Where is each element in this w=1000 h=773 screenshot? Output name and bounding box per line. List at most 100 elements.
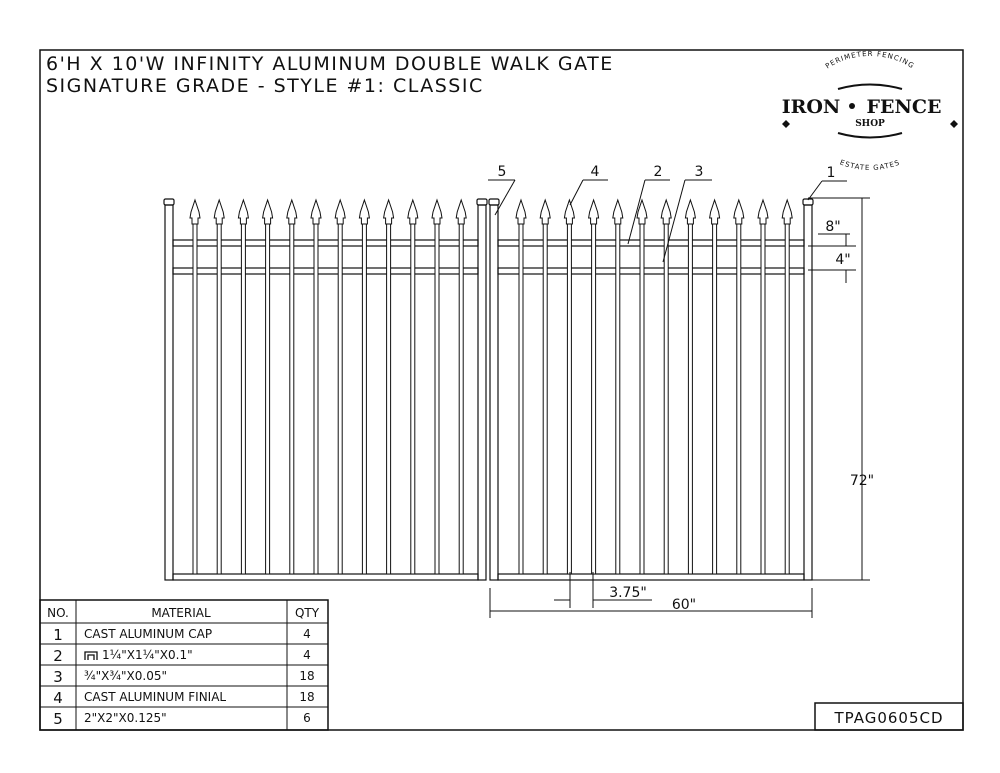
picket-right-8: [687, 221, 693, 575]
picket-right-7: [663, 221, 669, 575]
table-row-5-no: 5: [53, 710, 63, 728]
picket-left-12: [458, 221, 464, 575]
table-row-4-qty: 18: [299, 690, 314, 704]
spear-finial-icon-right-9: [709, 198, 721, 225]
callout-3-label: 3: [695, 164, 704, 180]
callout-4-label: 4: [591, 164, 600, 180]
spear-finial-icon-right-12: [781, 198, 793, 225]
dim-leaf-width-label: 60": [672, 597, 696, 613]
drawing-number-box: [814, 702, 964, 731]
spear-finial-icon-right-8: [684, 198, 696, 225]
dim-height-label: 72": [850, 473, 874, 489]
picket-left-8: [361, 221, 367, 575]
dim-picket-spacing-label: 3.75": [609, 585, 647, 601]
dim-rail-spacing-label: 4": [835, 252, 850, 268]
bottom-rail-right: [497, 573, 805, 581]
title-line-1: 6'H X 10'W INFINITY ALUMINUM DOUBLE WALK…: [46, 53, 614, 75]
picket-left-5: [289, 221, 295, 575]
picket-right-3: [566, 221, 572, 575]
top-rail-left: [172, 239, 479, 247]
bottom-rail-left: [172, 573, 479, 581]
table-row-2-material: 1¼"X1¼"X0.1": [102, 648, 193, 662]
table-row-4-material: CAST ALUMINUM FINIAL: [84, 690, 226, 704]
picket-right-10: [736, 221, 742, 575]
picket-left-1: [192, 221, 198, 575]
spear-finial-icon-right-5: [612, 198, 624, 225]
table-row-5-material: 2"X2"X0.125": [84, 711, 167, 725]
materials-table: NO. MATERIAL QTY 1 CAST ALUMINUM CAP 4 2…: [39, 599, 329, 731]
picket-right-12: [784, 221, 790, 575]
post-cap-right-right: [802, 198, 814, 206]
svg-text:PERIMETER FENCING: PERIMETER FENCING: [824, 50, 916, 70]
picket-right-5: [615, 221, 621, 575]
logo-dot: [849, 103, 855, 109]
spear-finial-icon-left-12: [455, 198, 467, 225]
picket-left-3: [240, 221, 246, 575]
spear-finial-icon-left-9: [383, 198, 395, 225]
logo-diamond-left: [782, 120, 790, 128]
logo-bottom-arc: ESTATE GATES: [839, 158, 901, 172]
table-header-material: MATERIAL: [151, 606, 211, 620]
table-header-no: NO.: [47, 606, 69, 620]
post-cap-right-left: [488, 198, 500, 206]
spear-finial-icon-right-1: [515, 198, 527, 225]
dim-rail-offset-label: 8": [825, 219, 840, 235]
callout-5-leader: [494, 179, 516, 216]
picket-left-6: [313, 221, 319, 575]
spear-finial-icon-left-10: [407, 198, 419, 225]
spear-finial-icon-left-3: [237, 198, 249, 225]
spear-finial-icon-left-5: [286, 198, 298, 225]
gate-post-left-right: [477, 204, 487, 581]
logo-swoosh-top: [837, 83, 903, 90]
picket-left-10: [410, 221, 416, 575]
callout-1-label: 1: [827, 165, 836, 181]
picket-right-11: [760, 221, 766, 575]
spear-finial-icon-left-8: [358, 198, 370, 225]
table-row-4-no: 4: [53, 689, 63, 707]
spear-finial-icon-left-4: [262, 198, 274, 225]
mid-rail-right: [497, 267, 805, 275]
channel-profile-icon: [84, 651, 98, 660]
callout-3-leader: [662, 179, 686, 263]
table-row-3-material: ¾"X¾"X0.05": [84, 669, 167, 683]
gate-post-right-right: [803, 204, 813, 581]
callout-2-leader: [627, 179, 646, 245]
logo-sub: SHOP: [855, 119, 885, 129]
callout-4-leader: [569, 179, 584, 206]
post-cap-left-right: [476, 198, 488, 206]
spear-finial-icon-left-1: [189, 198, 201, 225]
picket-right-6: [639, 221, 645, 575]
table-header-qty: QTY: [295, 606, 320, 620]
table-row-1-material: CAST ALUMINUM CAP: [84, 627, 212, 641]
mid-rail-left: [172, 267, 479, 275]
picket-right-9: [712, 221, 718, 575]
gate-elements: [163, 198, 814, 581]
table-row-1-no: 1: [53, 626, 63, 644]
picket-right-4: [591, 221, 597, 575]
logo-diamond-right: [950, 120, 958, 128]
table-row-2-qty: 4: [303, 648, 311, 662]
callouts: 5 4 2 3 1: [488, 164, 847, 263]
drawing-number: TPAG0605CD: [833, 709, 943, 727]
table-row-2-no: 2: [53, 647, 63, 665]
gate-post-right-left: [489, 204, 499, 581]
table-row-3-qty: 18: [299, 669, 314, 683]
table-row-1-qty: 4: [303, 627, 311, 641]
sheet-border: [39, 49, 964, 731]
top-rail-right: [497, 239, 805, 247]
spear-finial-icon-right-3: [563, 198, 575, 225]
spear-finial-icon-right-10: [733, 198, 745, 225]
spear-finial-icon-left-6: [310, 198, 322, 225]
picket-left-7: [337, 221, 343, 575]
title-line-2: SIGNATURE GRADE - STYLE #1: CLASSIC: [46, 75, 484, 97]
picket-right-1: [518, 221, 524, 575]
callout-5-label: 5: [498, 164, 507, 180]
logo-swoosh-bottom: [837, 132, 903, 139]
picket-left-9: [386, 221, 392, 575]
logo-main-left: IRON: [782, 96, 841, 118]
spear-finial-icon-left-7: [334, 198, 346, 225]
callout-1-leader: [807, 180, 823, 201]
table-row-5-qty: 6: [303, 711, 311, 725]
table-row-3-no: 3: [53, 668, 63, 686]
